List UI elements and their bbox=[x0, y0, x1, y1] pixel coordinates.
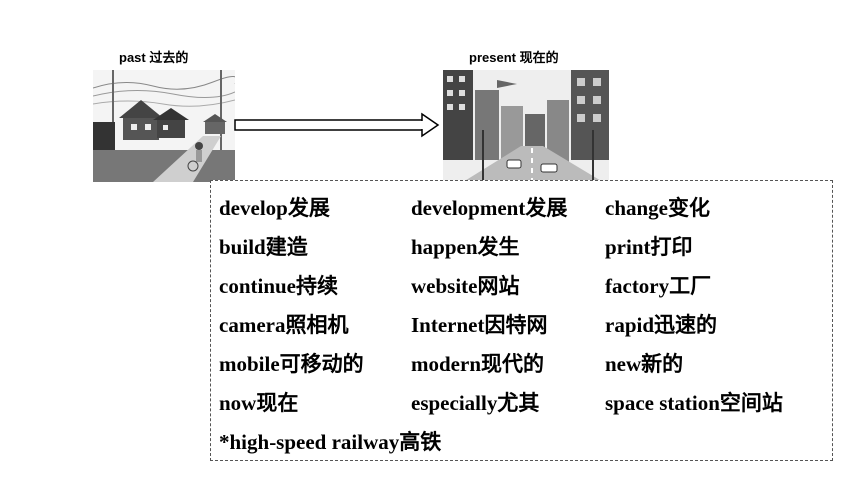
vocab-word: Internet因特网 bbox=[411, 313, 548, 337]
vocabulary-box: develop发展 development发展 change变化 build建造… bbox=[210, 180, 833, 461]
vocab-word: continue持续 bbox=[219, 274, 339, 298]
past-scene-illustration bbox=[93, 70, 235, 182]
vocab-word: space station空间站 bbox=[605, 391, 783, 415]
vocab-word: print打印 bbox=[605, 235, 693, 259]
present-caption: present 现在的 bbox=[469, 50, 559, 65]
vocab-word: factory工厂 bbox=[605, 274, 712, 298]
vocab-word: modern现代的 bbox=[411, 352, 544, 376]
vocab-word: mobile可移动的 bbox=[219, 352, 364, 376]
transition-arrow bbox=[234, 112, 440, 138]
vocab-word: especially尤其 bbox=[411, 391, 540, 415]
present-scene-illustration bbox=[443, 70, 609, 182]
vocab-word: develop发展 bbox=[219, 196, 330, 220]
vocab-word: change变化 bbox=[605, 196, 710, 220]
vocab-word: happen发生 bbox=[411, 235, 520, 259]
vocab-word: build建造 bbox=[219, 235, 308, 259]
vocab-word: website网站 bbox=[411, 274, 520, 298]
vocab-word: new新的 bbox=[605, 352, 684, 376]
vocab-word: camera照相机 bbox=[219, 313, 349, 337]
past-caption: past 过去的 bbox=[119, 50, 189, 65]
vocab-word: *high-speed railway高铁 bbox=[219, 430, 442, 454]
vocab-word: now现在 bbox=[219, 391, 299, 415]
vocab-word: development发展 bbox=[411, 196, 568, 220]
vocab-word: rapid迅速的 bbox=[605, 313, 718, 337]
